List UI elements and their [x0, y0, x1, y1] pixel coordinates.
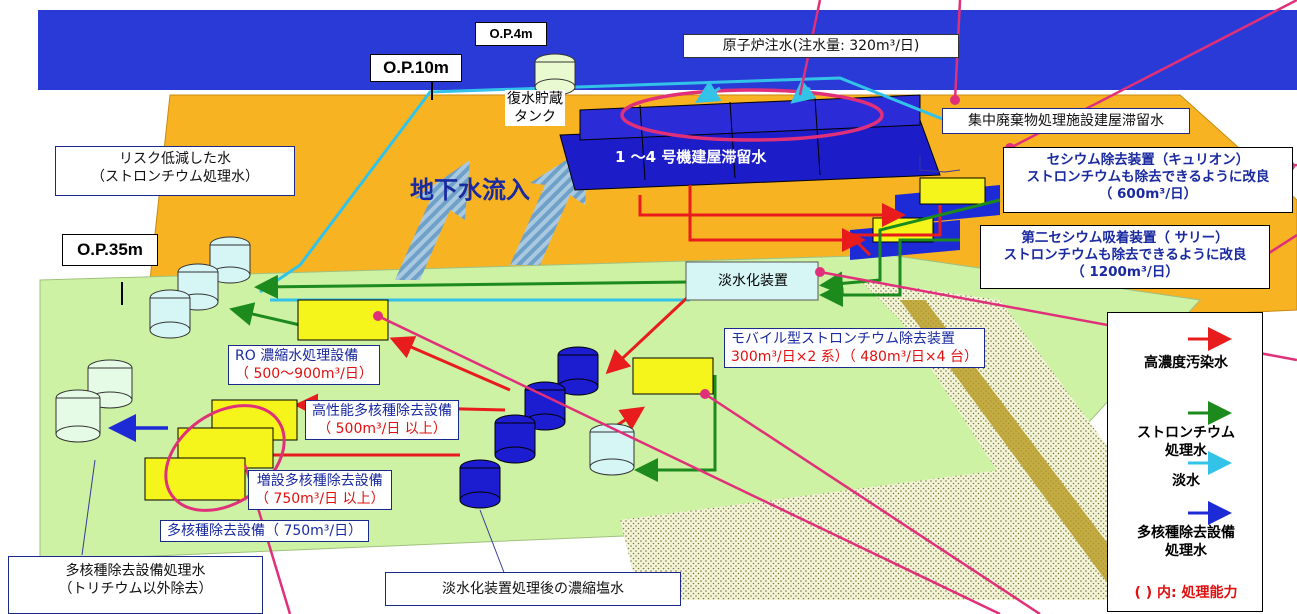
reactor-highlight-ellipse	[620, 88, 884, 142]
fresh-tank	[589, 423, 635, 476]
legend: 高濃度汚染水 ストロンチウム 処理水 淡水 多核種除去設備 処理水 ( ) 内:…	[1107, 312, 1263, 612]
cliff-stripe	[900, 300, 1150, 600]
high-perf-alps-label: 高性能多核種除去設備（ 500m³/日 以上）	[305, 400, 459, 441]
groundwater-arrow-2	[510, 145, 590, 265]
freshwater-line	[259, 76, 946, 294]
groundwater-arrow-1	[395, 160, 470, 280]
groundwater-label: 地下水流入	[410, 176, 530, 204]
injection-label: 原子炉注水(注水量: 320m³/日)	[683, 34, 959, 58]
level-op35: O.P.35m	[62, 234, 158, 266]
level-op10: O.P.10m	[370, 54, 462, 82]
sea-area	[38, 10, 1297, 90]
desal-label: 淡水化装置	[718, 273, 788, 289]
alps-water-tanks	[55, 359, 133, 443]
legend-fresh: 淡水	[1172, 473, 1200, 489]
level-op4: O.P.4m	[475, 22, 547, 46]
legend-note: ( ) 内: 処理能力	[1134, 585, 1238, 601]
risk-reduced-label: リスク低減した水（ストロンチウム処理水）	[55, 146, 295, 196]
red-flow-1	[638, 195, 906, 227]
legend-high-contaminated: 高濃度汚染水	[1144, 355, 1228, 371]
cliff-hatch-bottom	[620, 470, 1110, 600]
alps-label: 多核種除去設備（ 750m³/日）	[160, 520, 370, 543]
brine-tanks	[459, 346, 599, 509]
green-flow	[819, 198, 1001, 296]
alps-unit	[144, 457, 246, 501]
reactor-buildings	[559, 94, 941, 191]
strontium-water-tanks	[149, 236, 251, 339]
sarry-label: 第二セシウム吸着装置（ サリー）ストロンチウムも除去できるように改良（ 1200…	[980, 225, 1270, 289]
central-waste-label: 集中廃棄物処理施設建屋滞留水	[942, 108, 1190, 134]
kurion-label: セシウム除去装置（キュリオン）ストロンチウムも除去できるように改良（ 600m³…	[1003, 147, 1293, 213]
brine-label: 淡水化装置処理後の濃縮塩水	[385, 572, 681, 606]
added-alps-label: 増設多核種除去設備（ 750m³/日 以上）	[248, 470, 392, 511]
reactor-buildings-label: 1 ～4 号機建屋滞留水	[615, 148, 767, 166]
desalination-unit	[685, 261, 819, 301]
alps-water-label: 多核種除去設備処理水（トリチウム以外除去）	[8, 556, 263, 614]
kurion-unit	[919, 177, 986, 205]
legend-strontium: ストロンチウム 処理水	[1137, 425, 1235, 459]
legend-alps: 多核種除去設備 処理水	[1137, 525, 1235, 559]
mobile-unit	[632, 357, 714, 395]
storage-tank-label: 復水貯蔵タンク	[505, 90, 565, 127]
ro-unit	[297, 299, 389, 341]
ro-label: RO 濃縮水処理設備（ 500～900m³/日）	[228, 345, 380, 386]
